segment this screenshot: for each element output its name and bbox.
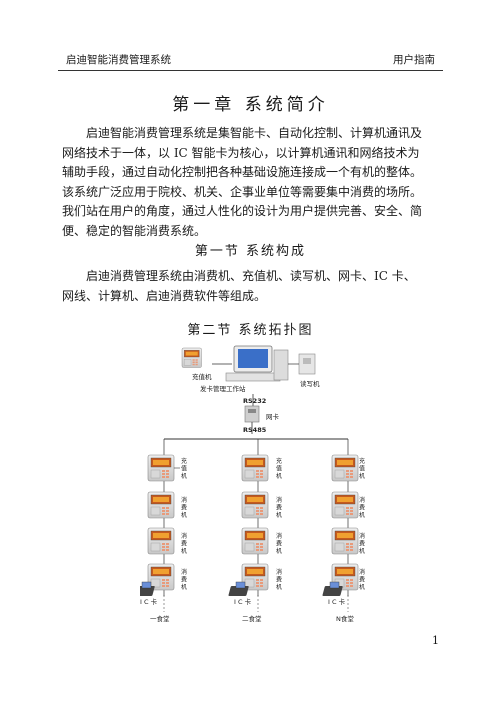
consume-label-c2b: 消费机 <box>276 532 282 555</box>
section-title: 第二节 系统拓扑图 <box>187 323 314 338</box>
consume-label-c1a: 消费机 <box>181 496 187 519</box>
intro-line: 网络技术于一体，以 IC 智能卡为核心，以计算机通讯和网络技术为 <box>62 145 420 160</box>
chapter-title: 第一章 系统简介 <box>172 95 329 115</box>
network-card <box>244 405 260 423</box>
recharge-top-label: 充值机 <box>192 372 212 381</box>
intro-line: 启迪智能消费管理系统是集智能卡、自动化控制、计算机通讯及 <box>86 126 423 140</box>
netcard-label: 网卡 <box>266 412 280 421</box>
canteen-label-2: 二食堂 <box>242 614 262 623</box>
consume-label-c3c: 消费机 <box>359 568 365 591</box>
intro-paragraph: 启迪智能消费管理系统是集智能卡、自动化控制、计算机通讯及 网络技术于一体，以 I… <box>62 124 448 241</box>
header-title: 启迪智能消费管理系统 <box>66 54 171 66</box>
consume-label-c2c: 消费机 <box>276 568 282 591</box>
column-canteen-n <box>322 439 359 612</box>
recharge-label-c1: 充值机 <box>181 457 187 480</box>
header-section: 用户指南 <box>393 54 435 66</box>
canteen-label-1: 一食堂 <box>150 614 170 623</box>
workstation-label: 发卡管理工作站 <box>200 384 246 393</box>
topology-svg: 充值机 发卡管理工作站 读写机 RS232 网卡 RS485 <box>140 345 365 623</box>
topology-diagram: 充值机 发卡管理工作站 读写机 RS232 网卡 RS485 <box>140 342 370 624</box>
ic-card-label-3: I C 卡 <box>328 597 346 606</box>
components-line: 网线、计算机、启迪消费软件等组成。 <box>62 288 267 303</box>
consume-label-c3a: 消费机 <box>359 496 365 519</box>
section-title: 第一节 系统构成 <box>194 244 307 259</box>
reader-label: 读写机 <box>300 379 320 388</box>
consume-label-c2a: 消费机 <box>276 496 282 519</box>
rs485-label: RS485 <box>243 426 267 434</box>
column-canteen-2 <box>228 439 269 612</box>
canteen-label-3: N食堂 <box>336 614 354 623</box>
consume-label-c1b: 消费机 <box>181 532 187 555</box>
page-header: 启迪智能消费管理系统 用户指南 <box>58 50 443 71</box>
rs232-label: RS232 <box>243 397 266 405</box>
page-number: 1 <box>432 634 439 647</box>
recharge-label-c3: 充值机 <box>359 457 365 480</box>
intro-line: 便、稳定的智能消费系统。 <box>62 223 207 238</box>
consume-label-c3b: 消费机 <box>359 532 365 555</box>
components-line: 启迪消费管理系统由消费机、充值机、读写机、网卡、IC 卡、 <box>86 269 416 283</box>
consume-label-c1c: 消费机 <box>181 568 187 591</box>
column-canteen-1 <box>140 439 180 612</box>
components-paragraph: 启迪消费管理系统由消费机、充值机、读写机、网卡、IC 卡、 网线、计算机、启迪消… <box>62 267 448 306</box>
recharge-machine-top <box>181 347 202 368</box>
intro-line: 辅助手段，通过自动化控制把各种基础设施连接成一个有机的整体。 <box>62 165 423 179</box>
ic-card-label-1: I C 卡 <box>140 597 158 606</box>
workstation-computer <box>225 345 289 382</box>
intro-line: 我们站在用户的角度，通过人性化的设计为用户提供完善、安全、简 <box>62 204 423 218</box>
intro-line: 该系统广泛应用于院校、机关、企事业单位等需要集中消费的场所。 <box>62 184 423 199</box>
recharge-label-c2: 充值机 <box>276 457 282 480</box>
card-reader-device <box>298 353 316 375</box>
ic-card-label-2: I C 卡 <box>234 597 252 606</box>
